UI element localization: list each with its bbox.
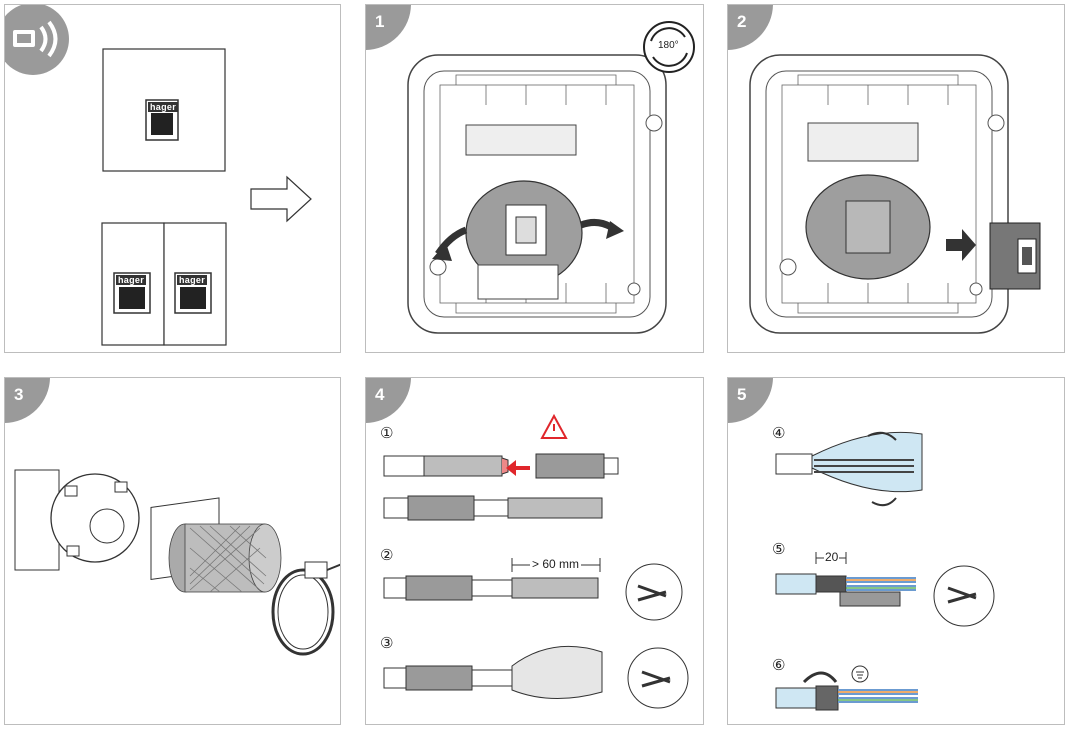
substep-4: ④ [772,425,786,442]
step-3-drawing [14,469,340,656]
arrow-right-icon [579,218,613,231]
fold-back-arrow-icon [802,671,838,684]
foil-unwrap [811,431,923,493]
panel-step-2: 2 [727,4,1065,353]
substep-1: ① [380,425,394,442]
step-4-drawing [383,413,689,709]
rj45-logo-icon [5,5,69,75]
twist-arrow-bottom-icon [871,497,897,507]
substep-3: ③ [380,635,394,652]
panel-product-overview: hager hager hager [4,4,341,353]
step-badge-4: 4 [366,378,411,423]
panel-step-1: 1 180° [365,4,704,353]
substep-2: ② [380,547,394,564]
product-overview-drawing [5,5,312,346]
step-1-drawing [407,21,695,334]
panel-step-3: 3 [4,377,341,725]
pull-arrow-icon [946,229,976,261]
right-arrow-icon [250,175,312,223]
rotate-label: 180° [658,40,679,51]
substep-5: ⑤ [772,541,786,558]
rotate-180-icon [643,21,695,73]
step-2-drawing [749,54,1041,334]
brand-label-left: hager [116,275,147,285]
substep-6: ⑥ [772,657,786,674]
cable-tie [271,568,335,656]
push-arrow-icon [506,460,530,476]
step-badge-5: 5 [728,378,773,423]
twist-arrow-top-icon [867,431,897,441]
panel-step-5: 5 ④ ⑤ ⑥ 20 [727,377,1065,725]
braid-row-1 [535,453,605,479]
dimension-label-20: 20 [824,550,840,564]
brand-label-single: hager [148,102,179,112]
braided-shield [168,523,282,593]
dimension-label-60: > 60 mm [530,557,582,571]
brand-label-right: hager [177,275,208,285]
foil-fold [511,646,603,699]
module-top [465,124,577,156]
panel-step-4: 4 ① ② ③ > 60 mm [365,377,704,725]
ground-icon [851,665,869,683]
